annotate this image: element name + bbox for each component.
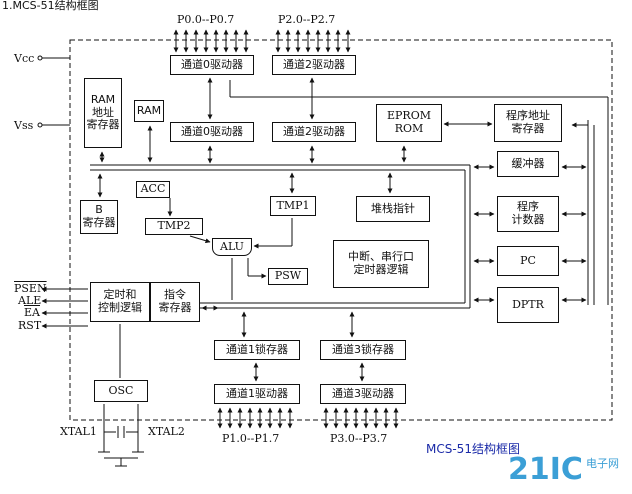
channel2-driver-top-label: 通道2驱动器	[283, 57, 345, 71]
b-register-line-1: B	[95, 203, 103, 217]
channel0-driver-top: 通道0驱动器	[170, 55, 254, 75]
pc-block: PC	[497, 246, 559, 276]
ram-address-register: RAM 地址 寄存器	[84, 78, 122, 148]
osc-block: OSC	[94, 380, 148, 402]
tmp2-label: TMP2	[157, 219, 191, 233]
watermark-logo: 21IC	[508, 452, 583, 487]
psw-block: PSW	[268, 268, 308, 285]
stack-pointer-label: 堆栈指针	[371, 201, 415, 215]
instruction-register: 指令 寄存器	[150, 282, 200, 322]
port-p1-label: P1.0--P1.7	[222, 432, 280, 445]
channel0-driver-mid: 通道0驱动器	[170, 122, 254, 142]
channel3-driver: 通道3驱动器	[320, 384, 406, 404]
alu-block: ALU	[212, 238, 252, 256]
channel1-latch-label: 通道1锁存器	[226, 342, 288, 356]
channel2-driver-mid: 通道2驱动器	[272, 122, 356, 142]
tmp2-block: TMP2	[145, 218, 203, 235]
xtal1-label: XTAL1	[60, 425, 97, 438]
program-counter-line-2: 计数器	[511, 213, 545, 226]
program-counter-line-1: 程序	[517, 200, 539, 214]
prog-addr-line-2: 寄存器	[511, 122, 545, 135]
instruction-register-line-1: 指令	[164, 288, 186, 302]
b-register: B 寄存器	[80, 200, 118, 234]
buffer-label: 缓冲器	[511, 156, 545, 170]
tmp1-label: TMP1	[276, 198, 310, 212]
buffer-block: 缓冲器	[497, 151, 559, 177]
ram-addr-line-2: 地址	[92, 105, 114, 119]
ram-addr-line-3: 寄存器	[86, 118, 120, 132]
ram-addr-line-1: RAM	[90, 93, 116, 107]
timing-control-logic: 定时和 控制逻辑	[90, 282, 150, 322]
port-p0-label: P0.0--P0.7	[177, 13, 235, 26]
timing-control-line-1: 定时和	[103, 288, 137, 302]
osc-label: OSC	[108, 383, 134, 397]
interrupt-line-2: 定时器逻辑	[353, 263, 409, 276]
tmp2-alu-arrow	[189, 235, 211, 244]
timing-control-line-2: 控制逻辑	[98, 301, 142, 314]
signal-ea-label: EA	[24, 306, 40, 319]
eprom-label: EPROM	[387, 109, 431, 123]
prog-addr-line-1: 程序地址	[506, 109, 550, 123]
instruction-register-line-2: 寄存器	[158, 301, 192, 314]
eprom-rom-block: EPROM ROM	[376, 104, 442, 142]
alu-label: ALU	[220, 239, 244, 253]
channel1-driver: 通道1驱动器	[214, 384, 300, 404]
channel2-driver-mid-label: 通道2驱动器	[283, 124, 345, 138]
program-counter-block: 程序 计数器	[497, 196, 559, 232]
diagram-caption: MCS-51结构框图	[426, 442, 520, 456]
channel3-latch: 通道3锁存器	[320, 340, 406, 360]
channel3-driver-label: 通道3驱动器	[332, 386, 394, 400]
watermark-site: 电子网	[586, 457, 619, 470]
acc-label: ACC	[140, 182, 166, 196]
tmp1-block: TMP1	[270, 196, 316, 216]
psw-label: PSW	[274, 269, 302, 283]
signal-rst-label: RST	[18, 319, 42, 332]
pc-label: PC	[520, 253, 536, 267]
signal-ale-label: ALE	[18, 294, 42, 307]
dptr-block: DPTR	[497, 287, 559, 323]
header-text: 1.MCS-51结构框图	[2, 0, 99, 12]
channel0-driver-mid-label: 通道0驱动器	[181, 124, 243, 138]
interrupt-line-1: 中断、串行口	[348, 250, 414, 264]
dptr-label: DPTR	[512, 297, 544, 311]
chip-boundary	[69, 39, 613, 421]
interrupt-serial-timer-logic: 中断、串行口 定时器逻辑	[333, 240, 429, 288]
channel1-driver-label: 通道1驱动器	[226, 386, 288, 400]
channel3-latch-label: 通道3锁存器	[332, 342, 394, 356]
port-p2-label: P2.0--P2.7	[278, 13, 336, 26]
rom-label: ROM	[394, 122, 424, 135]
vcc-label: Vcc	[14, 52, 35, 65]
channel0-driver-top-label: 通道0驱动器	[181, 57, 243, 71]
port-p3-label: P3.0--P3.7	[330, 432, 388, 445]
channel2-driver-top: 通道2驱动器	[272, 55, 356, 75]
signal-psen-label: PSEN	[14, 282, 47, 295]
program-address-register: 程序地址 寄存器	[494, 104, 562, 142]
channel1-latch: 通道1锁存器	[214, 340, 300, 360]
ram-block: RAM	[134, 100, 164, 122]
vss-label: Vss	[14, 119, 34, 132]
b-register-line-2: 寄存器	[82, 216, 116, 229]
ram-label: RAM	[136, 103, 162, 117]
stack-pointer-block: 堆栈指针	[356, 196, 430, 222]
acc-block: ACC	[136, 181, 170, 198]
xtal2-label: XTAL2	[148, 425, 185, 438]
